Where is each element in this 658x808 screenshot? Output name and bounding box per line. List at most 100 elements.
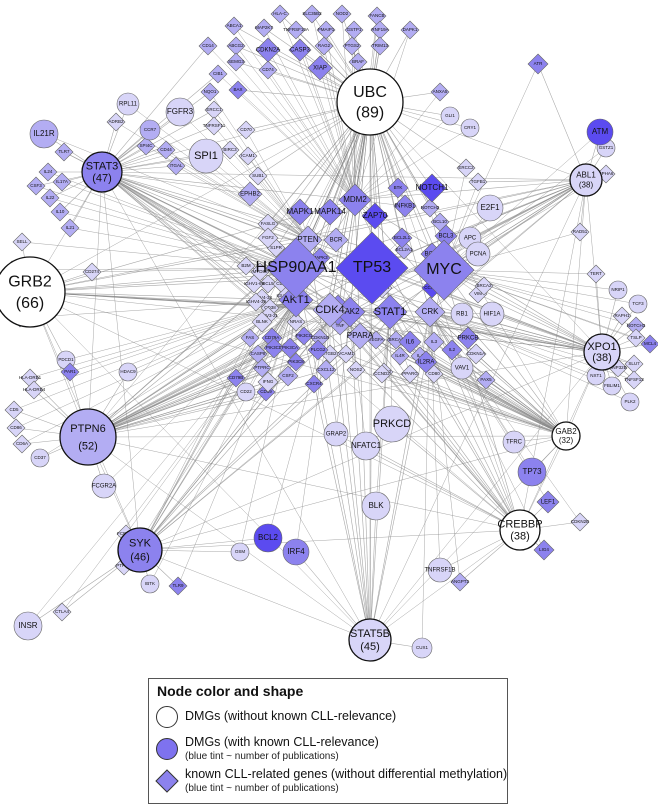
node-degree: (45)	[360, 641, 380, 653]
edge	[101, 101, 371, 173]
gene-node-slc35b2: SLC35B2	[302, 4, 322, 24]
gene-node-raph1: RAPH1	[612, 306, 632, 326]
node-label: BCL10	[433, 219, 447, 224]
edge	[165, 149, 309, 241]
node-label: HLA-C	[273, 11, 287, 16]
gene-node-tp73: TP73	[517, 457, 547, 487]
gene-node-cd74: CD74	[258, 60, 278, 80]
gene-node-zap70: ZAP70	[361, 202, 389, 230]
edge	[425, 361, 567, 437]
edge	[233, 25, 356, 201]
edge	[365, 445, 521, 531]
gene-node-cxcl12: CXCL12	[315, 359, 337, 381]
gene-node-ercc1: ERCC1	[204, 100, 224, 120]
gene-node-cib1: CIB1	[208, 64, 228, 84]
gene-node-cdkn1a: CDKN1A	[465, 343, 487, 365]
edge	[49, 197, 297, 269]
node-label: B2M	[241, 263, 251, 268]
gene-node-tslp: TSLP	[626, 328, 646, 348]
node-label: DAPK1	[403, 27, 418, 32]
node-label: HLA-DRB1	[19, 375, 42, 380]
gene-node-fgf2: FGF2	[257, 227, 279, 249]
node-label: PTGS2	[345, 43, 360, 48]
gene-node-irf4: IRF4	[282, 538, 310, 566]
node-label: VAV1	[455, 366, 470, 372]
gene-node-cdk4: CDK4	[312, 292, 348, 328]
node-label: CIB1	[213, 71, 224, 76]
gene-node-bcl2l1: BCL2L1	[391, 227, 413, 249]
edge	[87, 391, 267, 438]
node-label: CRY1	[464, 125, 476, 130]
edge	[139, 549, 371, 641]
gene-node-il22: IL22	[40, 188, 60, 208]
edge	[235, 61, 356, 201]
node-label: BLK	[368, 501, 384, 510]
node-label: IL4R	[395, 353, 405, 358]
gene-node-icam1: ICAM1	[238, 146, 258, 166]
edge	[329, 309, 371, 641]
node-label: ICAM1	[241, 153, 255, 158]
node-label: SEMG3	[228, 59, 244, 64]
gene-node-tert: TERT	[586, 264, 606, 284]
hub-node-ptpn6: PTPN6(52)	[59, 408, 117, 466]
edge	[389, 179, 587, 313]
node-label: CASP8	[251, 351, 266, 356]
edge	[175, 165, 309, 241]
gene-node-pcna: PCNA	[465, 241, 491, 267]
gene-node-ccnd2: CCND2	[372, 364, 392, 384]
edge	[431, 287, 603, 353]
blue-diamond-icon	[155, 769, 179, 793]
gene-node-abcg2: ABCG2	[226, 36, 246, 56]
node-label: NOTCH3	[627, 323, 646, 328]
node-label: CD6A	[16, 441, 28, 446]
gene-node-cxcr4: CXCR4	[304, 374, 324, 394]
gene-node-rad51: RAD51	[570, 222, 590, 242]
gene-node-mcl4: MCL4	[640, 334, 658, 354]
edge	[443, 269, 567, 437]
hub-node-stat3: STAT3(47)	[81, 151, 123, 193]
edge	[443, 269, 603, 353]
node-label: IGHV1-69	[244, 281, 265, 286]
node-label: SPI1	[194, 150, 218, 162]
edge	[295, 299, 521, 531]
edge	[369, 269, 445, 641]
node-label: TP53	[353, 259, 391, 276]
node-label: MAPK3	[312, 255, 328, 260]
node-label: SYK	[129, 538, 152, 550]
node-label: CD37	[34, 455, 46, 460]
gene-node-rag2: RAG2	[314, 36, 334, 56]
node-label: BCL2A1	[396, 247, 413, 252]
node-label: BTK	[394, 185, 403, 190]
edge	[257, 175, 309, 241]
gene-node-abca1: ABCA1	[224, 16, 244, 36]
gene-node-ifng: IFNG	[257, 371, 279, 393]
edge	[433, 373, 567, 437]
edge	[369, 529, 521, 641]
gene-node-hla-c: HLA-C	[270, 4, 290, 24]
node-label: GAB2	[555, 427, 577, 436]
gene-node-pik3c8: PIK3C8	[286, 352, 306, 372]
node-label: BAX	[233, 87, 242, 92]
node-label: ABCG2	[228, 43, 244, 48]
edge	[101, 171, 263, 299]
edge	[443, 269, 637, 327]
gene-node-insr: INSR	[13, 611, 43, 641]
node-label: NOS2	[350, 367, 363, 372]
gene-node-notch2: NOTCH2	[420, 198, 440, 218]
node-label: ANXA5	[433, 89, 448, 94]
node-label: ABCA1	[227, 23, 242, 28]
gene-node-tgfb1: TGFB1	[468, 172, 488, 192]
node-label: SUB1	[252, 173, 264, 178]
node-label: BRCA1	[388, 337, 404, 342]
edge	[229, 149, 309, 241]
node-label: RAG2	[318, 43, 331, 48]
node-label: APC	[464, 236, 477, 242]
gene-node-spi1: SPI1	[188, 138, 224, 174]
gene-node-semg3: SEMG3	[226, 52, 246, 72]
node-label: CRK	[422, 307, 440, 316]
edge	[29, 299, 297, 379]
edge	[369, 101, 587, 181]
edge	[87, 347, 291, 438]
node-label: NOTCH1	[416, 183, 449, 192]
gene-node-vcam1: VCAM1	[336, 344, 356, 364]
